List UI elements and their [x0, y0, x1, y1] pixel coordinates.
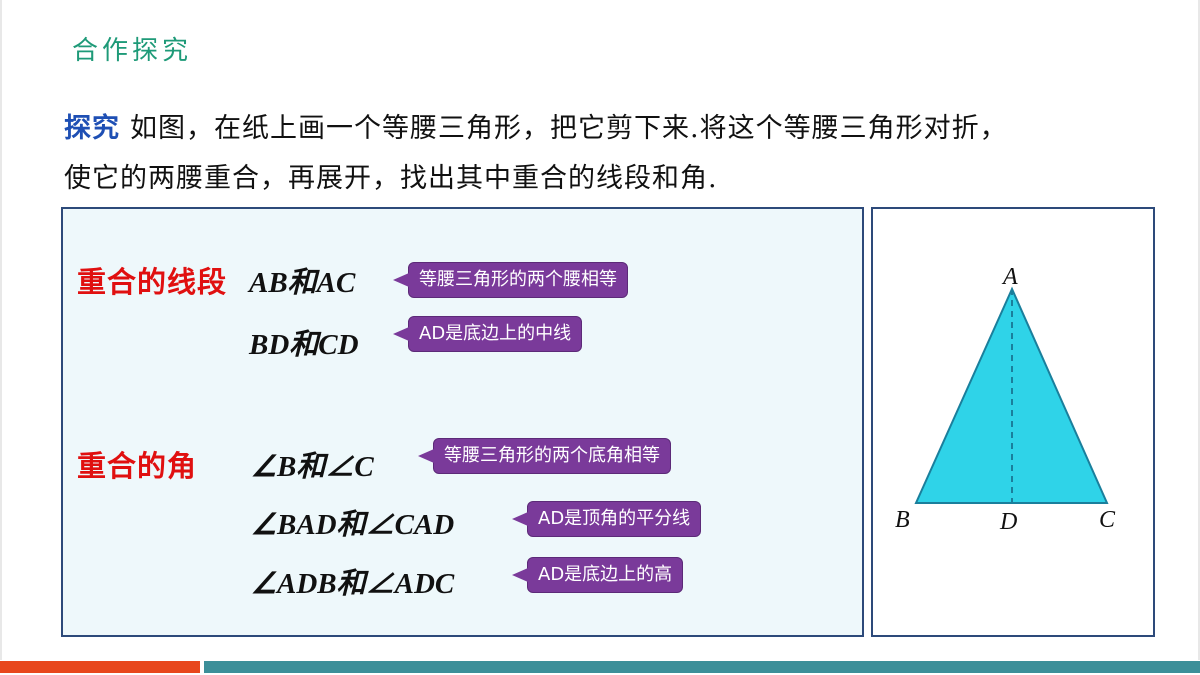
intro-line-1: 探究如图，在纸上画一个等腰三角形，把它剪下来.将这个等腰三角形对折，	[64, 104, 1174, 154]
bottom-accent-bar-teal	[204, 661, 1200, 673]
isosceles-triangle-figure: A B D C	[895, 264, 1116, 535]
vertex-label-a: A	[1001, 264, 1018, 290]
frame-right-border	[1198, 0, 1200, 660]
angle-pair-3: ∠ADB和∠ADC	[251, 568, 455, 600]
angle-note-3: AD是底边上的高	[511, 557, 684, 593]
vertex-label-b: B	[895, 507, 910, 533]
segment-pair-1: AB和AC	[249, 267, 356, 299]
segment-note-2: AD是底边上的中线	[392, 316, 583, 352]
answer-panel: 重合的线段 AB和AC 等腰三角形的两个腰相等 BD和CD AD是底边上的中线 …	[61, 207, 864, 637]
angles-label: 重合的角	[77, 449, 198, 483]
figure-panel: A B D C	[871, 207, 1155, 637]
bottom-accent-bar-red	[0, 661, 200, 673]
segment-pair-2: BD和CD	[249, 329, 359, 361]
segment-note-1: 等腰三角形的两个腰相等	[393, 262, 628, 298]
segments-label: 重合的线段	[77, 265, 228, 299]
intro-keyword: 探究	[64, 113, 120, 144]
intro-line-2: 使它的两腰重合，再展开，找出其中重合的线段和角.	[64, 163, 718, 194]
angle-pair-2: ∠BAD和∠CAD	[251, 509, 455, 541]
angle-note-1: 等腰三角形的两个底角相等	[418, 438, 671, 474]
point-label-d: D	[999, 509, 1017, 535]
page-title: 合作探究	[72, 36, 193, 66]
intro-text: 探究如图，在纸上画一个等腰三角形，把它剪下来.将这个等腰三角形对折， 使它的两腰…	[64, 104, 1174, 204]
vertex-label-c: C	[1099, 507, 1116, 533]
angle-pair-1: ∠B和∠C	[251, 451, 374, 483]
intro-line-1-text: 如图，在纸上画一个等腰三角形，把它剪下来.将这个等腰三角形对折，	[130, 113, 1008, 144]
frame-left-border	[0, 0, 2, 660]
angle-note-2: AD是顶角的平分线	[511, 501, 702, 537]
